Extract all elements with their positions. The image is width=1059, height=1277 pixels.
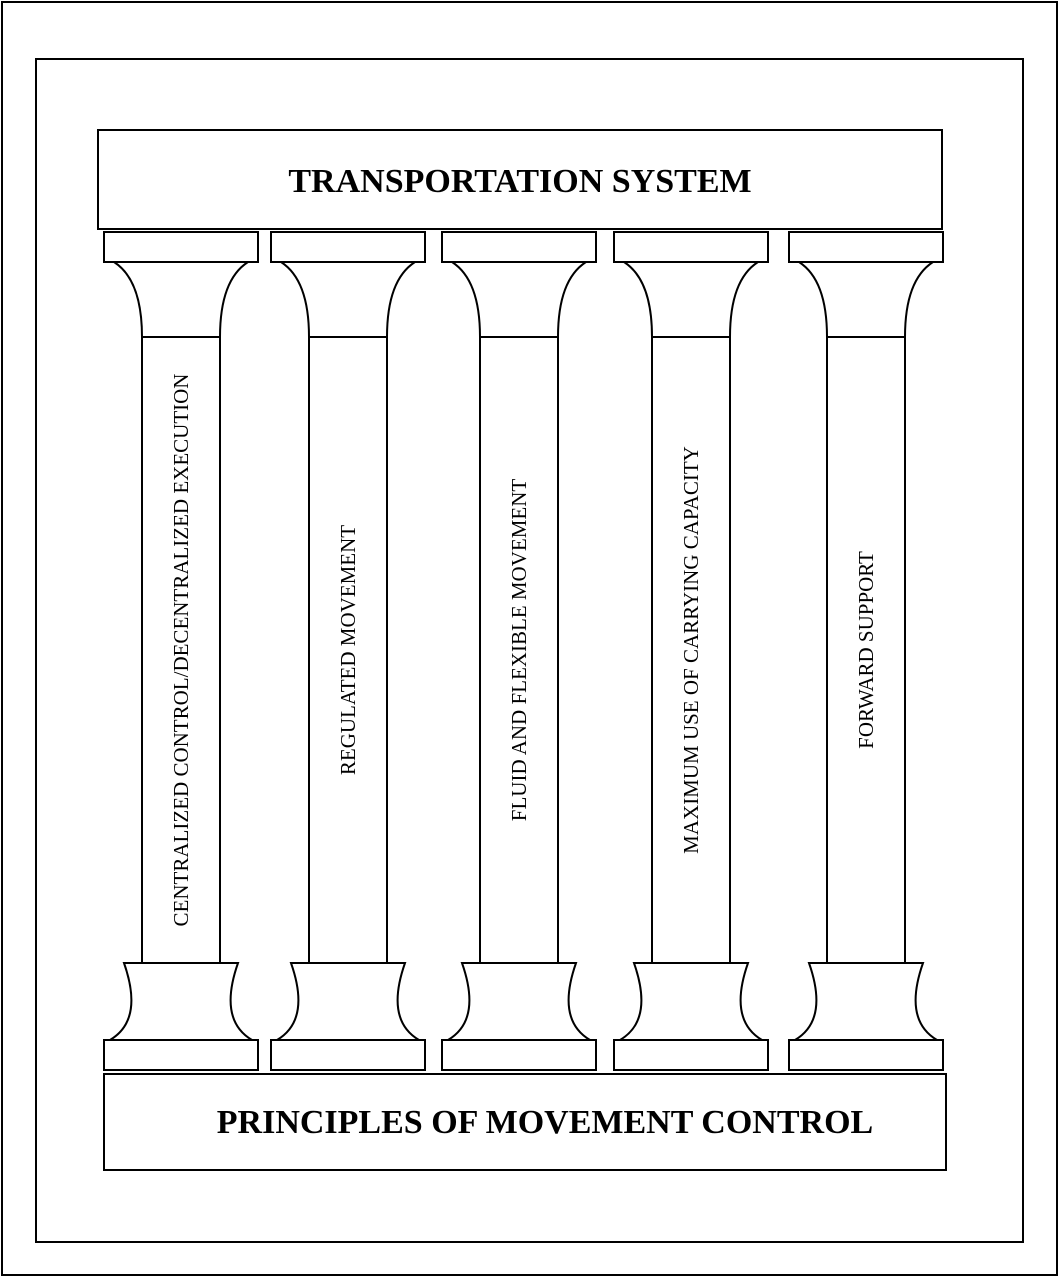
pillar-shaft — [141, 336, 221, 964]
pillar-base-flare — [106, 962, 256, 1041]
pillar-plinth — [441, 1039, 597, 1071]
pillar-capital-flare — [798, 261, 934, 338]
pillar-capital-flare — [623, 261, 759, 338]
pillar-base-flare — [791, 962, 941, 1041]
foundation-base: PRINCIPLES OF MOVEMENT CONTROL — [103, 1073, 947, 1171]
pillar-base-flare — [273, 962, 423, 1041]
pillar-shaft — [826, 336, 906, 964]
pillar-plinth — [788, 1039, 944, 1071]
pillar-capital-top — [788, 231, 944, 263]
pillar-plinth — [613, 1039, 769, 1071]
pillars: CENTRALIZED CONTROL/DECENTRALIZED EXECUT… — [103, 231, 944, 1071]
pillar-label: MAXIMUM USE OF CARRYING CAPACITY — [679, 446, 703, 854]
pillar-label: FLUID AND FLEXIBLE MOVEMENT — [507, 479, 531, 822]
pillar-label: CENTRALIZED CONTROL/DECENTRALIZED EXECUT… — [169, 374, 193, 927]
roof-beam: TRANSPORTATION SYSTEM — [97, 129, 943, 230]
pillar-capital-top — [613, 231, 769, 263]
pillar-label: FORWARD SUPPORT — [854, 551, 878, 749]
pillar-base-flare — [444, 962, 594, 1041]
pillar-capital-flare — [451, 261, 587, 338]
pillar-capital-top — [441, 231, 597, 263]
foundation-label: PRINCIPLES OF MOVEMENT CONTROL — [217, 1104, 873, 1141]
roof-label: TRANSPORTATION SYSTEM — [288, 163, 751, 200]
pillar-3: FLUID AND FLEXIBLE MOVEMENT — [441, 231, 597, 1071]
pillar-shaft — [479, 336, 559, 964]
foundation-box — [103, 1073, 947, 1171]
inner-border — [35, 58, 1024, 1243]
pillar-capital-flare — [113, 261, 249, 338]
pillar-capital-top — [103, 231, 259, 263]
pillar-2: REGULATED MOVEMENT — [270, 231, 426, 1071]
pillar-base-flare — [616, 962, 766, 1041]
pillar-5: FORWARD SUPPORT — [788, 231, 944, 1071]
pillar-capital-top — [270, 231, 426, 263]
pillar-plinth — [103, 1039, 259, 1071]
pillar-1: CENTRALIZED CONTROL/DECENTRALIZED EXECUT… — [103, 231, 259, 1071]
pillar-label: REGULATED MOVEMENT — [336, 525, 360, 775]
pillar-shaft — [651, 336, 731, 964]
pillar-4: MAXIMUM USE OF CARRYING CAPACITY — [613, 231, 769, 1071]
roof-box — [97, 129, 943, 230]
pillar-plinth — [270, 1039, 426, 1071]
pillar-capital-flare — [280, 261, 416, 338]
